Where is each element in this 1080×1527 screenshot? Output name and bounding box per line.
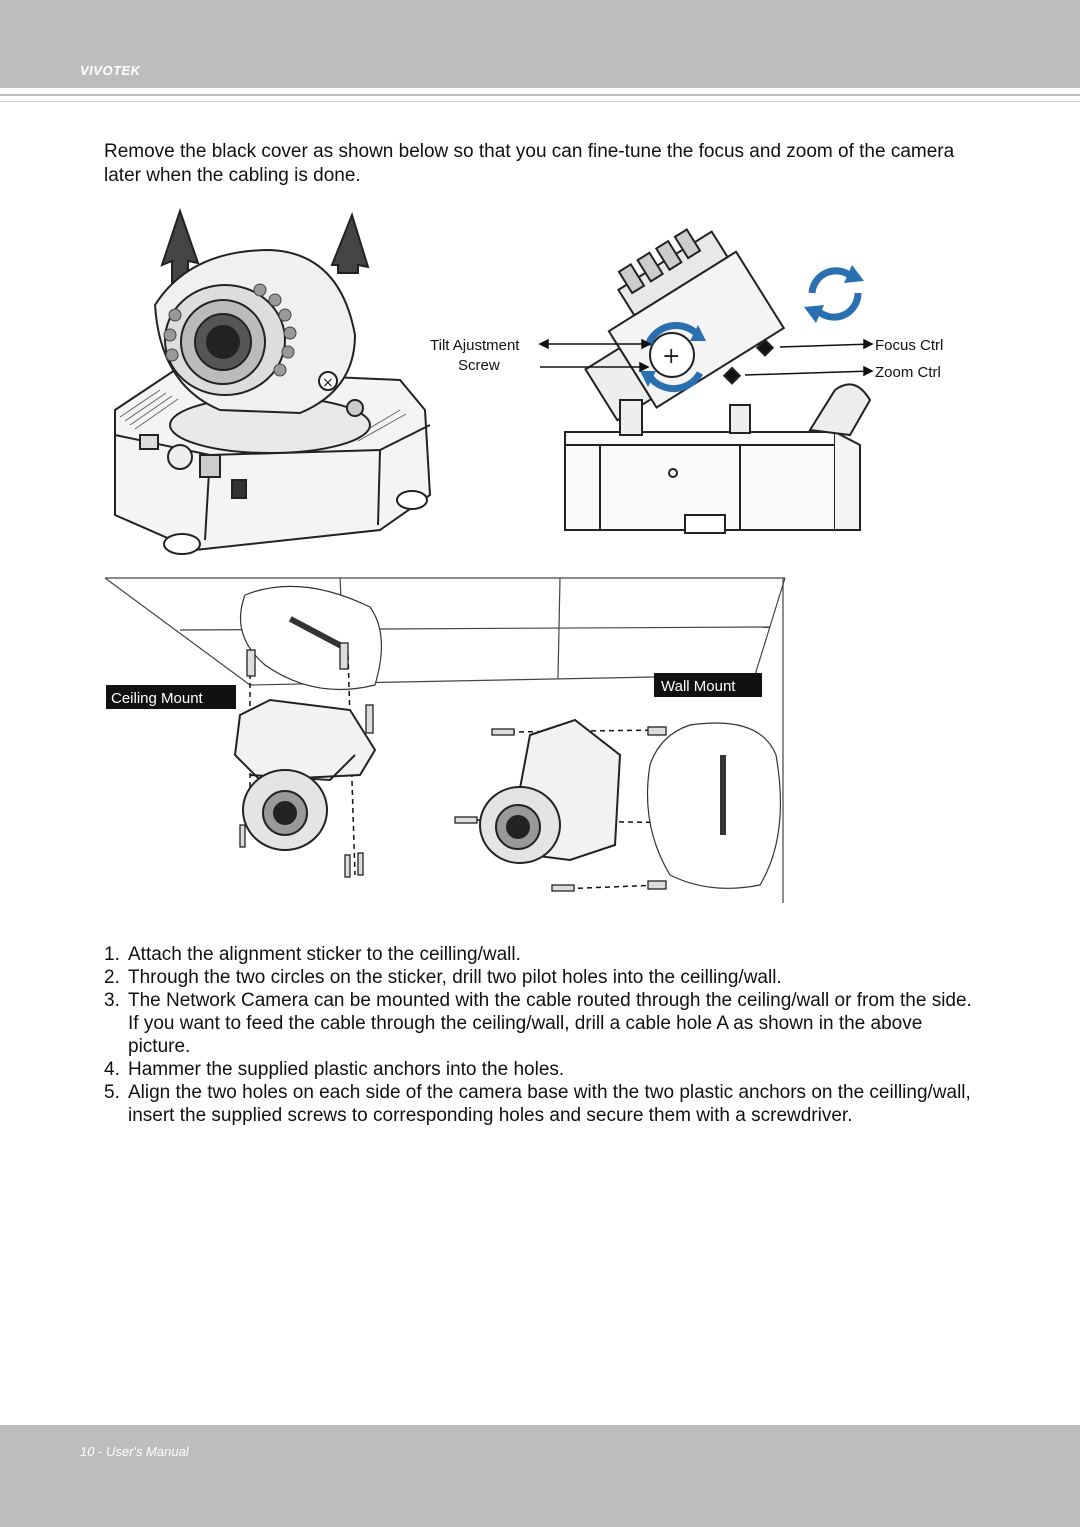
svg-text:×: × xyxy=(322,375,334,391)
wall-mount-tag: Wall Mount xyxy=(654,673,762,697)
brand-logo: VIVOTEK xyxy=(80,63,141,78)
dome-camera-illustration: × xyxy=(114,207,432,555)
zoom-ctrl-label: Zoom Ctrl xyxy=(875,364,941,381)
list-item: 1.Attach the alignment sticker to the ce… xyxy=(104,944,521,965)
list-item: 2.Through the two circles on the sticker… xyxy=(104,967,782,988)
up-arrow-icon xyxy=(330,211,370,274)
ceiling-mount-label: Ceiling Mount xyxy=(111,690,204,707)
header-divider xyxy=(0,94,1080,96)
installation-steps: 1.Attach the alignment sticker to the ce… xyxy=(104,943,984,1127)
intro-paragraph: Remove the black cover as shown below so… xyxy=(104,141,955,186)
list-item: 5.Align the two holes on each side of th… xyxy=(104,1082,971,1126)
header-divider-thin xyxy=(0,101,1080,102)
list-item: 3.The Network Camera can be mounted with… xyxy=(104,990,972,1057)
rotate-icon xyxy=(804,265,864,323)
focus-ctrl-label: Focus Ctrl xyxy=(875,337,943,354)
installation-figure: × + xyxy=(104,207,943,903)
tilt-adjustment-label: Tilt Ajustment xyxy=(430,337,520,354)
page-header: VIVOTEK xyxy=(0,0,1080,88)
svg-text:+: + xyxy=(662,344,680,369)
page-footer: 10 - User's Manual xyxy=(0,1425,1080,1527)
wall-mount-label: Wall Mount xyxy=(661,678,736,695)
page-number: 10 - User's Manual xyxy=(80,1444,189,1459)
side-view-illustration: + xyxy=(538,228,874,534)
list-item: 4.Hammer the supplied plastic anchors in… xyxy=(104,1059,565,1080)
mounting-scene-illustration xyxy=(104,577,786,903)
tilt-screw-label: Screw xyxy=(458,357,500,374)
ceiling-mount-tag: Ceiling Mount xyxy=(106,685,236,709)
